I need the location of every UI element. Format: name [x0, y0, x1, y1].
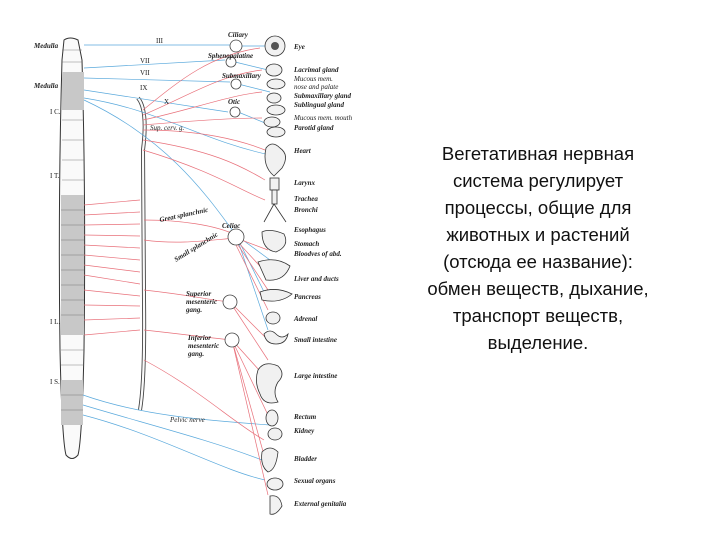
organ-label-eye: Eye	[293, 43, 305, 51]
organ-label-mucous-mouth: Mucous mem. mouth	[293, 114, 353, 122]
otic-ganglion	[229, 106, 241, 118]
kidney-shape	[267, 427, 283, 441]
parasympathetic-nerves	[82, 44, 271, 481]
organ-label-liver: Liver and ducts	[293, 275, 339, 283]
genitalia-shape	[269, 495, 283, 515]
label-superior-mesenteric-3: gang.	[185, 306, 202, 314]
submaxillary-gland-shape	[266, 92, 282, 104]
label-superior-mesenteric-2: mesenteric	[186, 298, 217, 306]
ganglion-label-submaxillary: Submaxillary	[222, 72, 262, 80]
nerve-label-vii-b: VII	[140, 69, 150, 77]
nerve-label-ix: IX	[140, 84, 147, 92]
organ-label-rectum: Rectum	[293, 413, 317, 421]
trachea-shape	[271, 189, 278, 205]
superior-mesenteric-ganglion	[222, 294, 238, 310]
ganglion-label-otic: Otic	[228, 98, 240, 106]
organ-label-sublingual: Sublingual gland	[294, 101, 344, 109]
submaxillary-ganglion	[230, 78, 242, 90]
large-intestine-shape	[256, 363, 283, 404]
sphenopalatine-ganglion	[225, 56, 237, 68]
adrenal-shape	[265, 311, 281, 325]
nerve-label-x: X	[164, 98, 169, 106]
medulla-region	[62, 72, 84, 110]
cord-label-medulla-top: Medulla	[33, 42, 59, 50]
sublingual-shape	[266, 104, 286, 116]
organ-label-mucous-nose-1: Mucous mem.	[293, 75, 333, 83]
liver-shape	[257, 259, 291, 281]
text-line-1: Вегетативная нервная	[441, 143, 635, 164]
mouth-shape	[263, 116, 281, 128]
organ-label-mucous-nose-2: nose and palate	[294, 83, 338, 91]
small-intestine-shape	[263, 330, 289, 345]
organ-label-pancreas: Pancreas	[294, 293, 321, 301]
cord-label-cervical: I C.	[50, 108, 61, 116]
pancreas-shape	[259, 289, 293, 302]
cord-label-sacral: I S.	[50, 378, 60, 386]
text-line-7: транспорт веществ,	[452, 305, 624, 326]
organ-label-kidney: Kidney	[293, 427, 315, 435]
nose-shape	[266, 78, 286, 90]
ganglia	[222, 39, 245, 348]
stomach-shape	[261, 230, 287, 253]
nerve-label-vii: VII	[140, 57, 150, 65]
organ-label-parotid: Parotid gland	[294, 124, 334, 132]
thoracic-region	[61, 195, 84, 335]
bladder-shape	[261, 447, 279, 473]
organ-label-sexual: Sexual organs	[294, 477, 336, 485]
organ-label-small-intestine: Small intestine	[294, 336, 337, 344]
organ-label-genitalia: External genitalia	[293, 500, 347, 508]
text-line-4: животных и растений	[446, 224, 630, 245]
autonomic-nervous-system-diagram: Medulla Medulla I C. I T. I L. I S.	[33, 31, 353, 515]
heart-shape	[264, 143, 286, 177]
ganglion-label-celiac: Celiac	[222, 222, 240, 230]
ganglion-label-ciliary: Ciliary	[228, 31, 249, 39]
label-inferior-mesenteric-3: gang.	[187, 350, 204, 358]
text-line-2: система регулирует	[452, 170, 624, 191]
text-line-3: процессы, общие для	[444, 197, 632, 218]
organ-label-bloodves: Bloodves of abd.	[293, 250, 342, 258]
ganglion-label-sup-cerv: Sup. cerv. g.	[150, 124, 185, 132]
organ-label-larynx: Larynx	[293, 179, 316, 187]
inferior-mesenteric-ganglion	[224, 332, 240, 348]
lacrimal-shape	[265, 63, 283, 77]
celiac-ganglion	[227, 228, 245, 246]
parotid-shape	[266, 126, 286, 138]
organ-label-large-intestine: Large intestine	[293, 372, 337, 380]
rectum-shape	[265, 409, 279, 427]
label-inferior-mesenteric-2: mesenteric	[188, 342, 219, 350]
sexual-organs-shape	[266, 477, 284, 491]
spinal-cord	[58, 37, 86, 459]
label-great-splanchnic: Great splanchnic	[159, 206, 209, 224]
description-text: Вегетативная нервная система регулирует …	[388, 140, 688, 356]
organ-label-stomach: Stomach	[294, 240, 319, 248]
label-pelvic-nerve: Pelvic nerve	[169, 416, 205, 424]
label-superior-mesenteric-1: Superior	[186, 290, 212, 298]
cord-label-medulla: Medulla	[33, 82, 59, 90]
nerve-label-iii: III	[156, 37, 164, 45]
organ-label-submaxillary-gland: Submaxillary gland	[294, 92, 351, 100]
ciliary-ganglion	[229, 39, 243, 53]
sacral-region	[61, 380, 83, 425]
organ-label-esophagus: Esophagus	[293, 226, 326, 234]
cord-label-thoracic: I T.	[50, 172, 60, 180]
organ-label-heart: Heart	[293, 147, 312, 155]
organ-label-adrenal: Adrenal	[293, 315, 317, 323]
ganglion-label-sphenopalatine: Sphenopalatine	[208, 52, 253, 60]
text-line-6: обмен веществ, дыхание,	[427, 278, 649, 299]
text-line-5: (отсюда ее название):	[443, 251, 633, 272]
label-small-splanchnic: Small splanchnic	[173, 230, 220, 263]
larynx-shape	[269, 177, 280, 191]
label-inferior-mesenteric-1: Inferior	[187, 334, 211, 342]
organs	[256, 35, 293, 515]
organ-label-bronchi: Bronchi	[293, 206, 318, 214]
organ-label-lacrimal: Lacrimal gland	[293, 66, 339, 74]
sympathetic-nerves	[83, 47, 269, 496]
text-line-8: выделение.	[487, 332, 589, 353]
bronchi-shape	[263, 203, 287, 223]
cord-label-lumbar: I L.	[50, 318, 60, 326]
organ-label-trachea: Trachea	[294, 195, 318, 203]
organ-label-bladder: Bladder	[293, 455, 317, 463]
